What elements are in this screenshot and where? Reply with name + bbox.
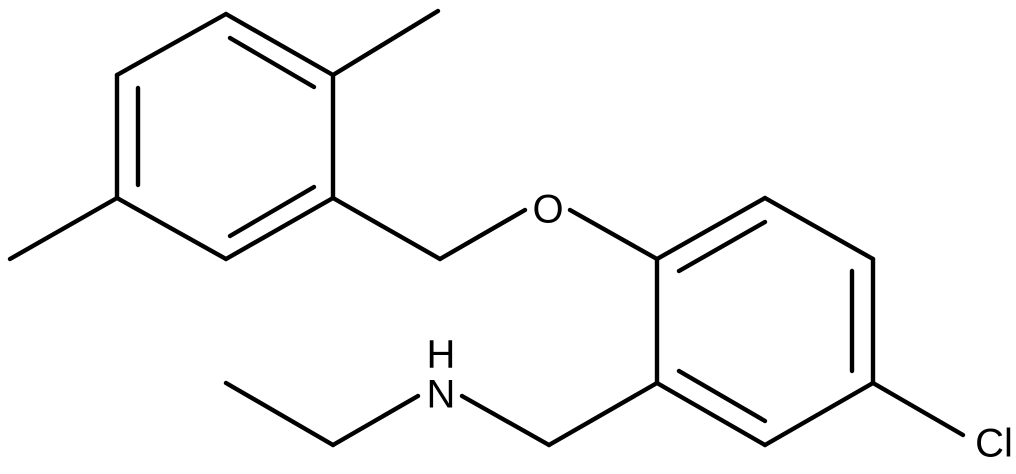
double-bond-inner bbox=[227, 35, 317, 90]
bond bbox=[223, 11, 336, 78]
bond bbox=[114, 195, 229, 262]
chlorine-bond bbox=[870, 380, 966, 438]
ethyl-bond bbox=[223, 380, 336, 448]
double-bond-inner bbox=[227, 184, 317, 239]
amine-bond-right bbox=[459, 393, 552, 448]
bond bbox=[223, 195, 336, 262]
amine-bond-left bbox=[330, 393, 421, 448]
dimethylphenyl-ring bbox=[114, 11, 336, 262]
ether-bond-right bbox=[567, 207, 660, 262]
aminomethyl-bond bbox=[546, 380, 660, 448]
bond bbox=[654, 195, 768, 262]
bond bbox=[114, 11, 229, 78]
double-bond-inner bbox=[676, 368, 768, 424]
hydrogen-label: H bbox=[427, 333, 456, 377]
bond bbox=[762, 195, 876, 262]
benzyl-bond bbox=[330, 195, 443, 262]
methyl-bond-left bbox=[7, 195, 120, 262]
oxygen-label: O bbox=[532, 188, 563, 232]
bond bbox=[654, 380, 768, 448]
methyl-bond-top bbox=[330, 8, 441, 78]
chlorophenyl-ring bbox=[654, 195, 876, 448]
chlorine-label: Cl bbox=[975, 422, 1013, 466]
nitrogen-label: N bbox=[427, 373, 456, 417]
bond bbox=[762, 380, 876, 448]
double-bond-inner bbox=[676, 219, 768, 274]
ether-bond-left bbox=[437, 207, 528, 262]
